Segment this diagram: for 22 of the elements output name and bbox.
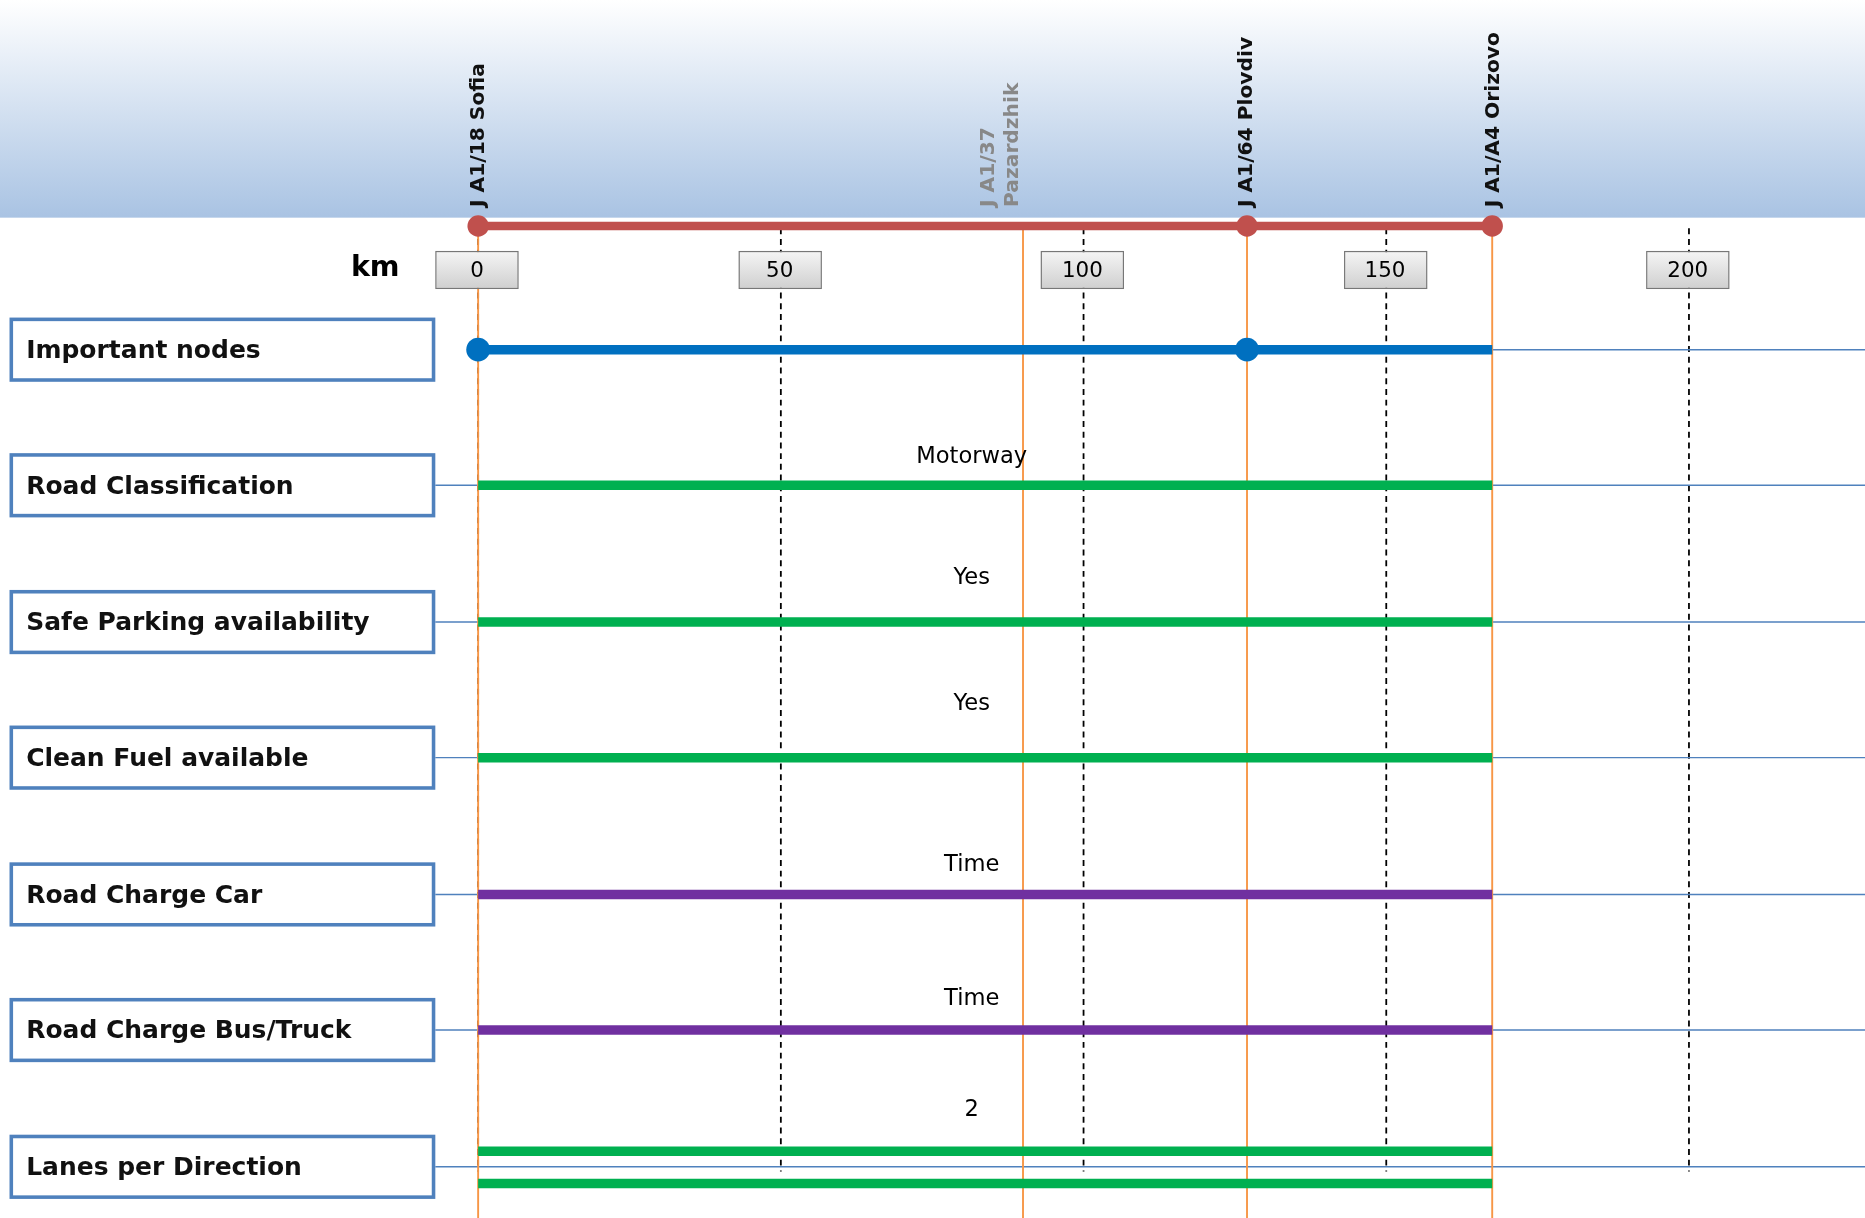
segment-label: Time bbox=[944, 983, 1000, 1010]
row-label-box: Lanes per Direction bbox=[9, 1134, 436, 1199]
row-label-box: Important nodes bbox=[9, 317, 436, 382]
junction-label: J A1/A4 Orizovo bbox=[1479, 31, 1503, 207]
junction-label: J A1/18 Sofia bbox=[465, 63, 489, 207]
row-label-box: Road Charge Car bbox=[9, 862, 436, 927]
km-marker: 50 bbox=[738, 250, 822, 290]
row-label-box: Road Charge Bus/Truck bbox=[9, 997, 436, 1063]
junction-label: J A1/37 Pazardzhik bbox=[975, 81, 1023, 207]
km-unit-label: km bbox=[350, 249, 400, 284]
row-label-box: Safe Parking availability bbox=[9, 589, 436, 655]
segment-label: 2 bbox=[964, 1094, 979, 1121]
row-label-box: Road Classification bbox=[9, 453, 436, 518]
segment-label: Yes bbox=[953, 688, 990, 715]
km-marker: 200 bbox=[1646, 250, 1730, 290]
km-marker: 150 bbox=[1343, 250, 1427, 290]
segment-label: Time bbox=[944, 849, 1000, 876]
junction-label: J A1/64 Plovdiv bbox=[1233, 36, 1258, 207]
km-marker: 0 bbox=[435, 250, 519, 290]
row-label-box: Clean Fuel available bbox=[9, 725, 436, 790]
km-marker: 100 bbox=[1040, 250, 1124, 290]
segment-label: Yes bbox=[953, 562, 990, 589]
